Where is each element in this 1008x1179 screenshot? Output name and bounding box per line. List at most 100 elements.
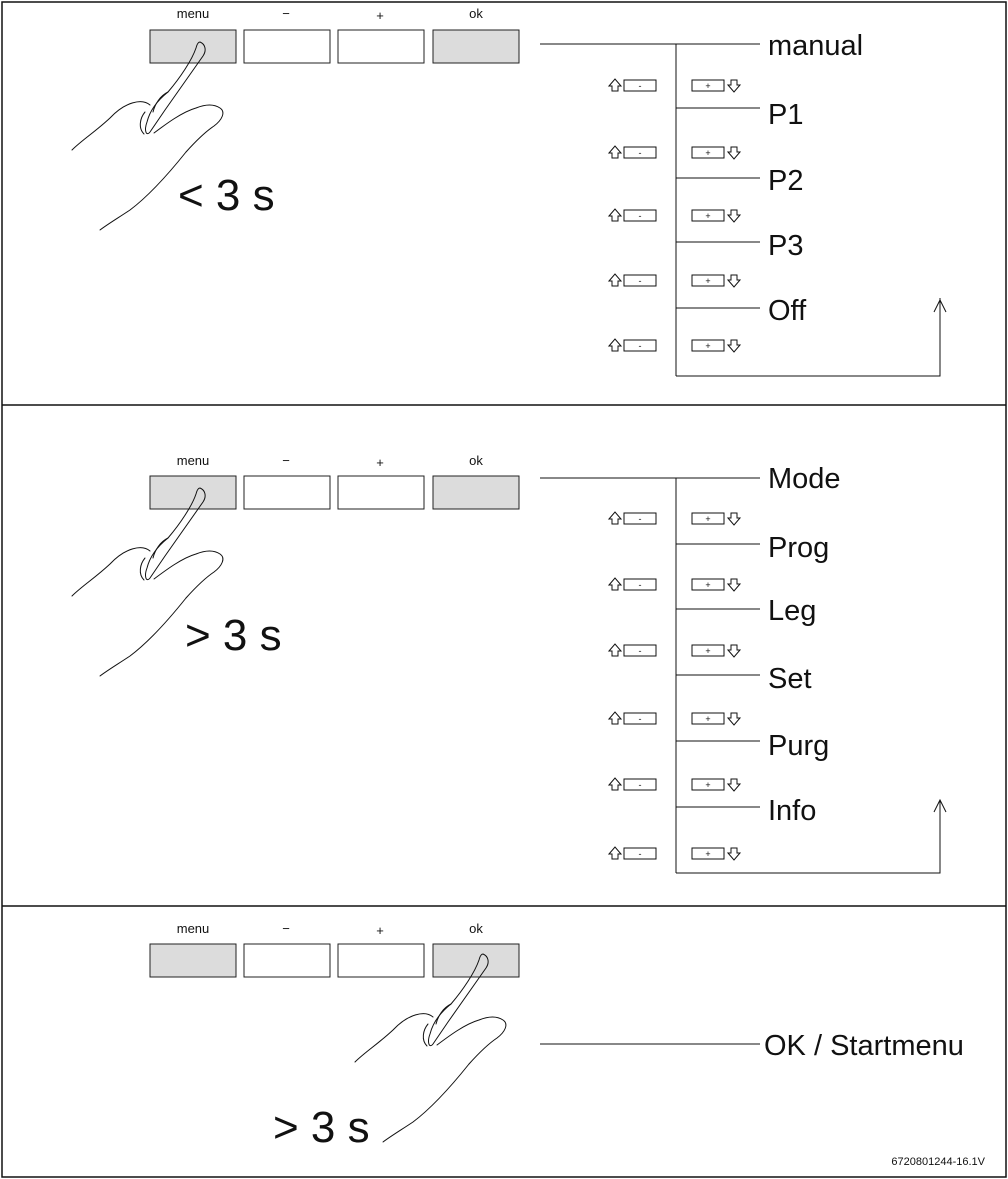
loop-back-line xyxy=(676,298,941,377)
ok-button[interactable] xyxy=(432,475,520,510)
menu-item-manual: manual xyxy=(768,30,863,62)
minus-key-symbol: - xyxy=(639,341,642,351)
nav-row: -+ xyxy=(607,78,742,93)
up-arrow-icon xyxy=(607,577,623,591)
plus-key-icon xyxy=(691,209,725,222)
down-arrow-icon xyxy=(726,209,742,223)
plus-key-symbol: + xyxy=(705,714,710,724)
panel-3: menu − + ok > 3 s OK / Startmenu xyxy=(149,921,964,1152)
plus-key-symbol: + xyxy=(705,148,710,158)
menu-button[interactable] xyxy=(149,29,237,64)
menu-item-mode: Mode xyxy=(768,463,841,495)
minus-button[interactable] xyxy=(243,29,331,64)
nav-row: -+ xyxy=(607,643,742,658)
up-arrow-icon xyxy=(607,338,623,352)
plus-key-icon xyxy=(691,512,725,525)
nav-row: -+ xyxy=(607,711,742,726)
menu-item-leg: Leg xyxy=(768,595,816,627)
plus-key-icon xyxy=(691,847,725,860)
up-arrow-icon xyxy=(607,711,623,725)
minus-key-icon xyxy=(623,146,657,159)
minus-key-symbol: - xyxy=(639,849,642,859)
minus-button-label: − xyxy=(282,6,290,21)
minus-key-symbol: - xyxy=(639,211,642,221)
minus-key-symbol: - xyxy=(639,580,642,590)
nav-row: -+ xyxy=(607,846,742,861)
menu-item-p1: P1 xyxy=(768,99,803,131)
minus-key-symbol: - xyxy=(639,714,642,724)
pressing-hand-icon xyxy=(354,953,507,1143)
down-arrow-icon xyxy=(726,79,742,93)
plus-key-icon xyxy=(691,644,725,657)
ok-button[interactable] xyxy=(432,943,520,978)
down-arrow-icon xyxy=(726,847,742,861)
menu-button-label: menu xyxy=(177,6,210,21)
plus-button-label: + xyxy=(376,8,384,23)
plus-key-icon xyxy=(691,712,725,725)
press-duration: > 3 s xyxy=(185,611,282,660)
figure-reference: 6720801244-16.1V xyxy=(891,1156,985,1168)
minus-key-icon xyxy=(623,274,657,287)
ok-button[interactable] xyxy=(432,29,520,64)
nav-row: -+ xyxy=(607,338,742,353)
minus-key-icon xyxy=(623,79,657,92)
minus-button[interactable] xyxy=(243,475,331,510)
menu-button[interactable] xyxy=(149,475,237,510)
up-arrow-icon xyxy=(607,777,623,791)
pressing-hand-icon xyxy=(71,487,224,677)
plus-key-symbol: + xyxy=(705,81,710,91)
up-arrow-icon xyxy=(607,643,623,657)
minus-key-symbol: - xyxy=(639,81,642,91)
menu-item-ok-startmenu: OK / Startmenu xyxy=(764,1030,964,1062)
minus-key-icon xyxy=(623,209,657,222)
down-arrow-icon xyxy=(726,274,742,288)
menu-item-prog: Prog xyxy=(768,532,829,564)
plus-key-icon xyxy=(691,79,725,92)
plus-key-icon xyxy=(691,578,725,591)
nav-row: -+ xyxy=(607,511,742,526)
nav-row: -+ xyxy=(607,273,742,288)
nav-row: -+ xyxy=(607,145,742,160)
loop-back-arrow-icon xyxy=(933,298,947,313)
panel-1: menu − + ok < 3 s manual P1 xyxy=(71,6,947,377)
menu-item-p2: P2 xyxy=(768,165,803,197)
up-arrow-icon xyxy=(607,511,623,525)
plus-key-symbol: + xyxy=(705,780,710,790)
down-arrow-icon xyxy=(726,512,742,526)
plus-button[interactable] xyxy=(337,475,425,510)
nav-row: -+ xyxy=(607,577,742,592)
minus-button[interactable] xyxy=(243,943,331,978)
menu-item-info: Info xyxy=(768,795,816,827)
menu-button[interactable] xyxy=(149,943,237,978)
menu-button-label: menu xyxy=(177,453,210,468)
menu-item-purg: Purg xyxy=(768,730,829,762)
plus-key-symbol: + xyxy=(705,341,710,351)
minus-key-symbol: - xyxy=(639,148,642,158)
plus-key-symbol: + xyxy=(705,646,710,656)
ok-button-label: ok xyxy=(469,6,483,21)
minus-button-label: − xyxy=(282,921,290,936)
button-row: menu − + ok xyxy=(149,6,520,64)
up-arrow-icon xyxy=(607,78,623,92)
minus-key-icon xyxy=(623,778,657,791)
loop-back-arrow-icon xyxy=(933,798,947,813)
minus-key-symbol: - xyxy=(639,276,642,286)
menu-item-p3: P3 xyxy=(768,230,803,262)
loop-back-line xyxy=(676,800,941,874)
plus-button[interactable] xyxy=(337,943,425,978)
plus-key-icon xyxy=(691,778,725,791)
plus-key-symbol: + xyxy=(705,849,710,859)
up-arrow-icon xyxy=(607,846,623,860)
plus-button[interactable] xyxy=(337,29,425,64)
plus-button-label: + xyxy=(376,923,384,938)
nav-row: -+ xyxy=(607,777,742,792)
press-duration: < 3 s xyxy=(178,171,275,220)
minus-key-icon xyxy=(623,712,657,725)
menu-item-off: Off xyxy=(768,295,807,327)
pressing-hand-icon xyxy=(71,41,224,231)
minus-key-icon xyxy=(623,644,657,657)
panel-2: menu − + ok > 3 s Mode Prog xyxy=(71,453,947,874)
menu-tree: manual P1 P2 P3 Off -+ -+ -+ -+ -+ xyxy=(540,30,947,377)
